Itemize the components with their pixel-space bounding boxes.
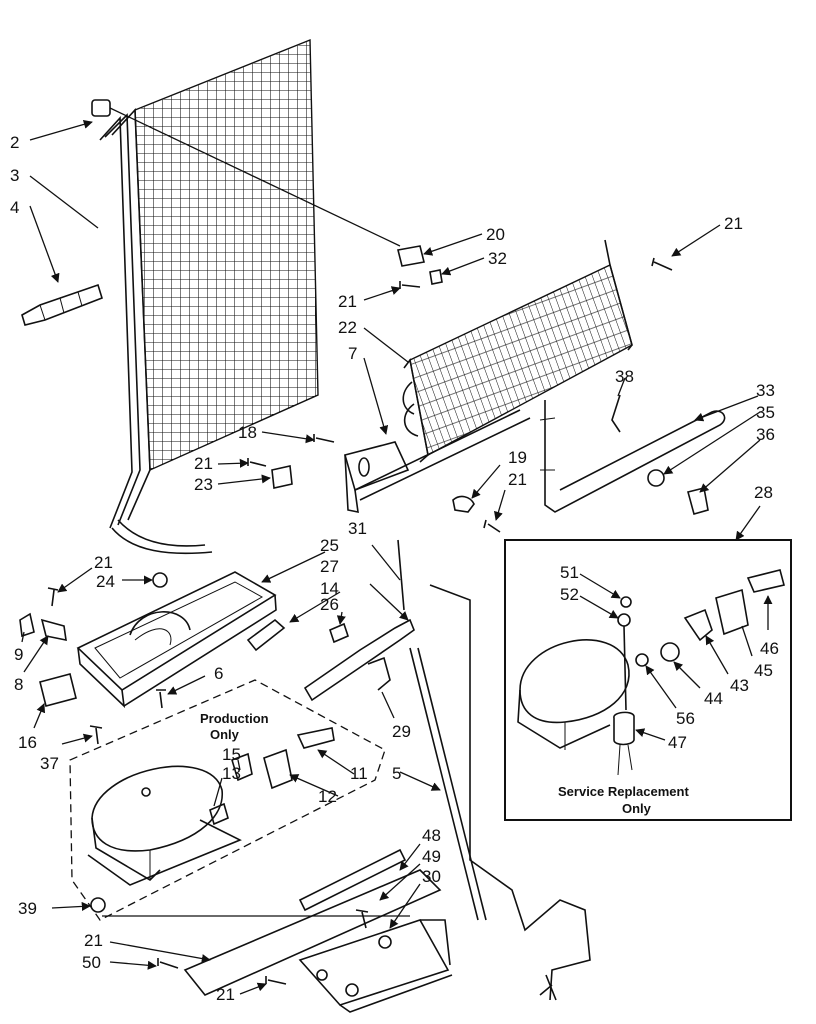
production-only-boundary xyxy=(69,679,386,921)
callout-21: 21 xyxy=(338,292,357,311)
service-replacement-box xyxy=(504,539,792,821)
callout-8: 8 xyxy=(14,675,23,694)
callout-25: 25 xyxy=(320,536,339,555)
callout-48: 48 xyxy=(422,826,441,845)
compressor-base-bracket xyxy=(90,848,453,1013)
callout-46: 46 xyxy=(760,639,779,658)
service-note-line-2: Only xyxy=(622,801,652,816)
callout-35: 35 xyxy=(756,403,775,422)
callout-27: 27 xyxy=(320,557,339,576)
callout-leaders xyxy=(21,107,773,995)
callout-20: 20 xyxy=(486,225,505,244)
condenser-clip-part xyxy=(91,99,111,117)
callout-21: 21 xyxy=(216,985,235,1004)
callout-21: 21 xyxy=(194,454,213,473)
callout-47: 47 xyxy=(668,733,687,752)
callout-22: 22 xyxy=(338,318,357,337)
callout-labels: 2 3 4 20 32 21 21 22 7 38 33 35 36 18 21… xyxy=(10,133,779,1004)
callout-23: 23 xyxy=(194,475,213,494)
coil-bracket-part xyxy=(21,283,103,326)
callout-24: 24 xyxy=(96,572,115,591)
callout-38: 38 xyxy=(615,367,634,386)
clip-parts xyxy=(271,245,709,515)
callout-9: 9 xyxy=(14,645,23,664)
callout-21: 21 xyxy=(724,214,743,233)
callout-43: 43 xyxy=(730,676,749,695)
callout-15: 15 xyxy=(222,745,241,764)
callout-33: 33 xyxy=(756,381,775,400)
callout-50: 50 xyxy=(82,953,101,972)
callout-4: 4 xyxy=(10,198,19,217)
callout-3: 3 xyxy=(10,166,19,185)
evaporator-coil xyxy=(344,239,633,514)
callout-5: 5 xyxy=(392,764,401,783)
production-note-line-2: Only xyxy=(210,727,240,742)
callout-49: 49 xyxy=(422,847,441,866)
callout-12: 12 xyxy=(318,787,337,806)
callout-18: 18 xyxy=(238,423,257,442)
callout-51: 51 xyxy=(560,563,579,582)
service-note-line-1: Service Replacement xyxy=(558,784,689,799)
callout-28: 28 xyxy=(754,483,773,502)
callout-37: 37 xyxy=(40,754,59,773)
callout-19: 19 xyxy=(508,448,527,467)
callout-29: 29 xyxy=(392,722,411,741)
callout-45: 45 xyxy=(754,661,773,680)
service-compressor xyxy=(517,569,785,776)
callout-30: 30 xyxy=(422,867,441,886)
callout-36: 36 xyxy=(756,425,775,444)
tubing-parts xyxy=(397,539,591,1001)
service-replacement-note: Service Replacement Only xyxy=(558,784,689,816)
drain-tube-part xyxy=(539,400,726,513)
production-note-line-1: Production xyxy=(200,711,269,726)
drain-pan-part xyxy=(76,571,277,709)
callout-14: 14 xyxy=(320,579,339,598)
condenser-coil xyxy=(99,38,319,555)
callout-7: 7 xyxy=(348,344,357,363)
production-only-note: Production Only xyxy=(200,711,269,742)
callout-39: 39 xyxy=(18,899,37,918)
callout-56: 56 xyxy=(676,709,695,728)
callout-52: 52 xyxy=(560,585,579,604)
production-compressor xyxy=(87,727,335,886)
callout-16: 16 xyxy=(18,733,37,752)
callout-6: 6 xyxy=(214,664,223,683)
callout-13: 13 xyxy=(222,764,241,783)
callout-21: 21 xyxy=(84,931,103,950)
callout-44: 44 xyxy=(704,689,723,708)
callout-21: 21 xyxy=(94,553,113,572)
callout-21: 21 xyxy=(508,470,527,489)
callout-26: 26 xyxy=(320,595,339,614)
callout-11: 11 xyxy=(350,764,368,783)
small-parts xyxy=(19,572,415,709)
callout-2: 2 xyxy=(10,133,19,152)
callout-31: 31 xyxy=(348,519,367,538)
callout-32: 32 xyxy=(488,249,507,268)
